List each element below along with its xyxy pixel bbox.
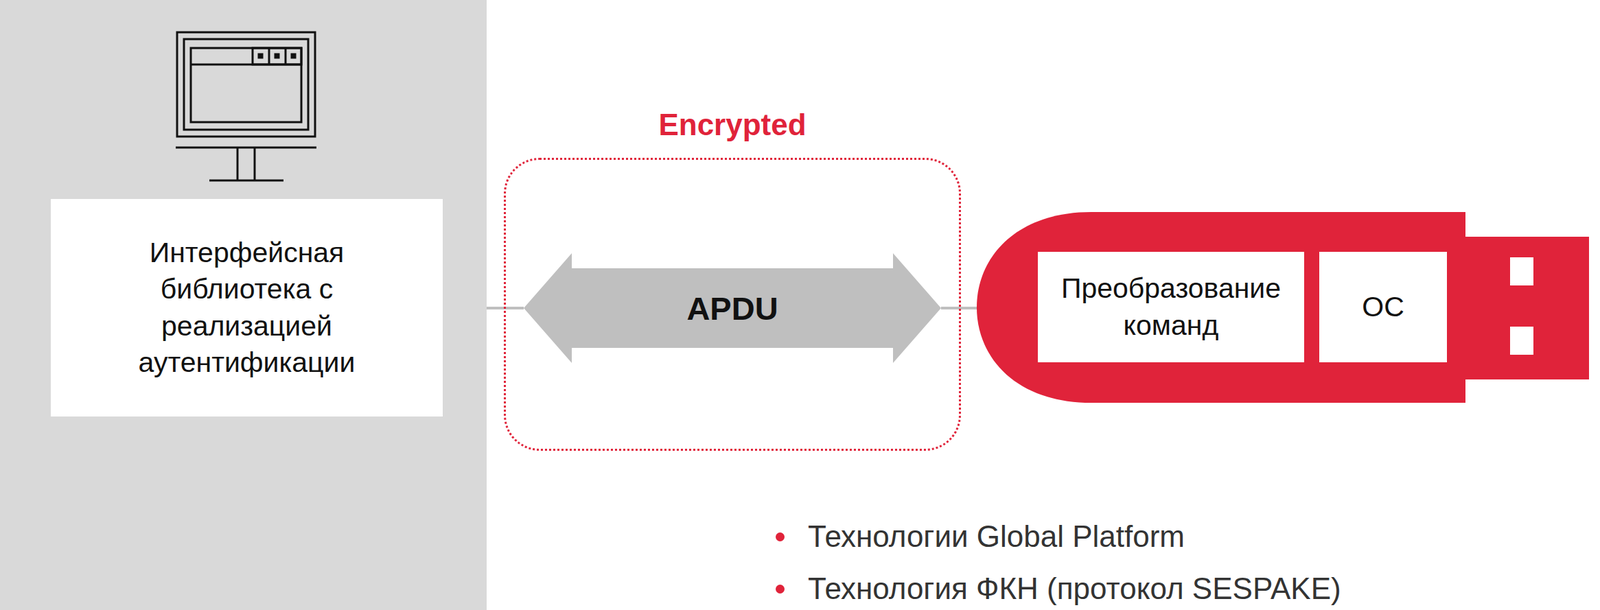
bullet-item: Технологии Global Platform: [807, 519, 1185, 554]
bullet-text: Технологии Global Platform: [807, 519, 1185, 554]
process-box: ОС: [1319, 251, 1447, 363]
process-box: Интерфейсная библиотека с реализацией ау…: [50, 199, 443, 417]
monitor-icon: [0, 0, 487, 206]
process-box: Преобразование команд: [1037, 251, 1305, 363]
zone-heading: Encrypted: [505, 107, 959, 143]
bullet-dot: [775, 532, 785, 542]
double-arrow: [523, 253, 942, 364]
apdu-arrow: [442, 253, 1038, 364]
box-text: Интерфейсная библиотека с реализацией ау…: [133, 234, 361, 381]
bullet-item: Технология ФКН (протокол SESPAKE): [807, 571, 1342, 607]
bullet-text: Технология ФКН (протокол SESPAKE): [807, 571, 1342, 606]
box-text: ОС: [1361, 288, 1405, 326]
box-text: Преобразование команд: [1048, 270, 1294, 344]
edge-label: APDU: [686, 289, 778, 328]
bullet-dot: [775, 584, 785, 594]
